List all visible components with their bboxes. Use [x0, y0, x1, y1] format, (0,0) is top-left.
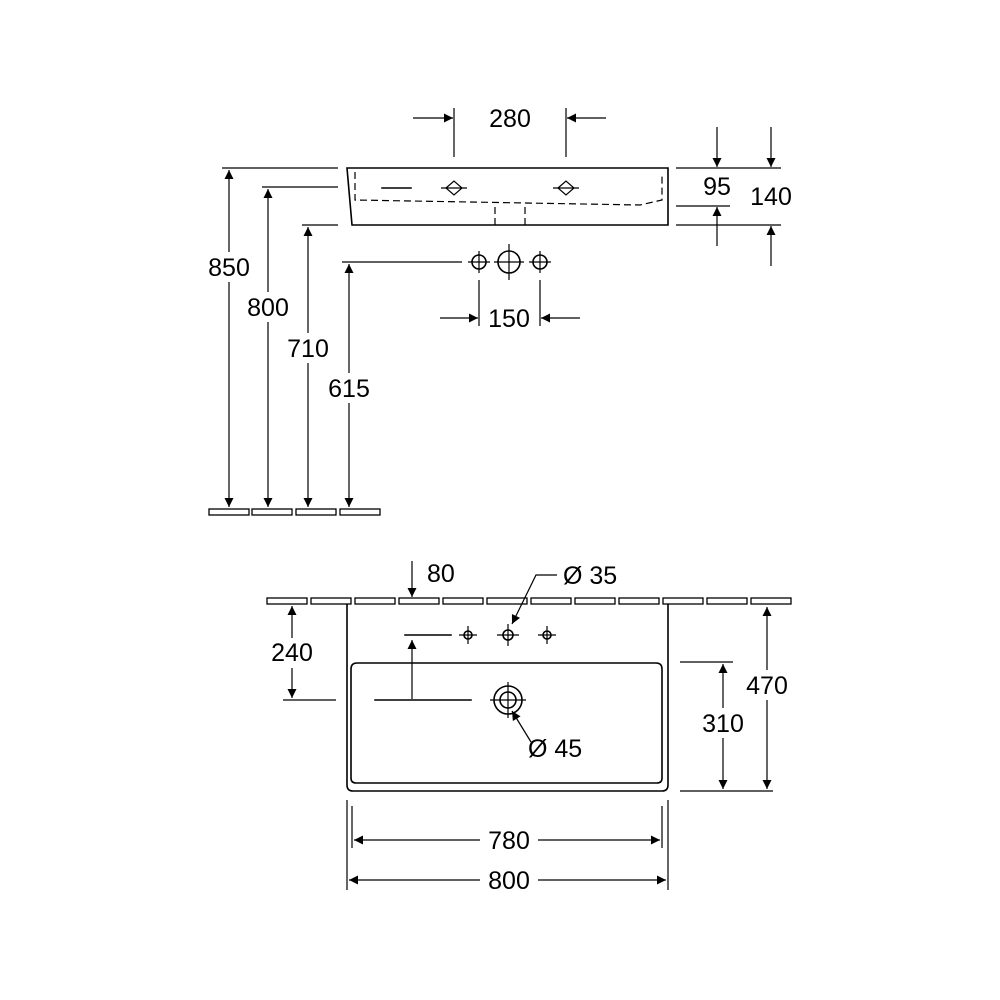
dim-140: 140 [750, 183, 792, 211]
dim-95: 95 [703, 173, 731, 201]
tap-hole-top-right [538, 626, 556, 644]
waste-outlet-profile [494, 207, 526, 225]
tap-hole-top-left [459, 626, 477, 644]
dim-800-width: 800 [488, 867, 530, 895]
tap-connection-center [494, 244, 524, 280]
tap-hole-top-center [497, 624, 519, 646]
dim-150: 150 [488, 305, 530, 333]
dim-280: 280 [489, 105, 531, 133]
dim-800: 800 [247, 294, 289, 322]
tap-connection-right [529, 251, 551, 273]
dim-850: 850 [208, 254, 250, 282]
top-view: 80 Ø 35 Ø 45 240 310 470 780 800 [266, 560, 793, 895]
wall-line [266, 597, 792, 605]
side-view: 280 95 140 150 [203, 105, 792, 516]
dim-710: 710 [287, 335, 329, 363]
basin-inner-profile [354, 172, 663, 206]
dim-80: 80 [427, 560, 455, 588]
dim-615: 615 [328, 375, 370, 403]
waste-drain [490, 682, 526, 718]
dim-diameter-35: Ø 35 [563, 562, 617, 590]
tap-hole-right [553, 180, 579, 196]
dim-780: 780 [488, 827, 530, 855]
basin-top-outline [346, 604, 669, 792]
dim-diameter-45: Ø 45 [528, 735, 582, 763]
basin-side-outline [346, 167, 669, 226]
tap-hole-left [441, 180, 467, 196]
tap-connection-left [468, 251, 490, 273]
floor-line [208, 508, 381, 516]
bowl-outline [350, 662, 663, 784]
dim-240: 240 [271, 639, 313, 667]
dim-310: 310 [702, 710, 744, 738]
dim-470: 470 [746, 672, 788, 700]
